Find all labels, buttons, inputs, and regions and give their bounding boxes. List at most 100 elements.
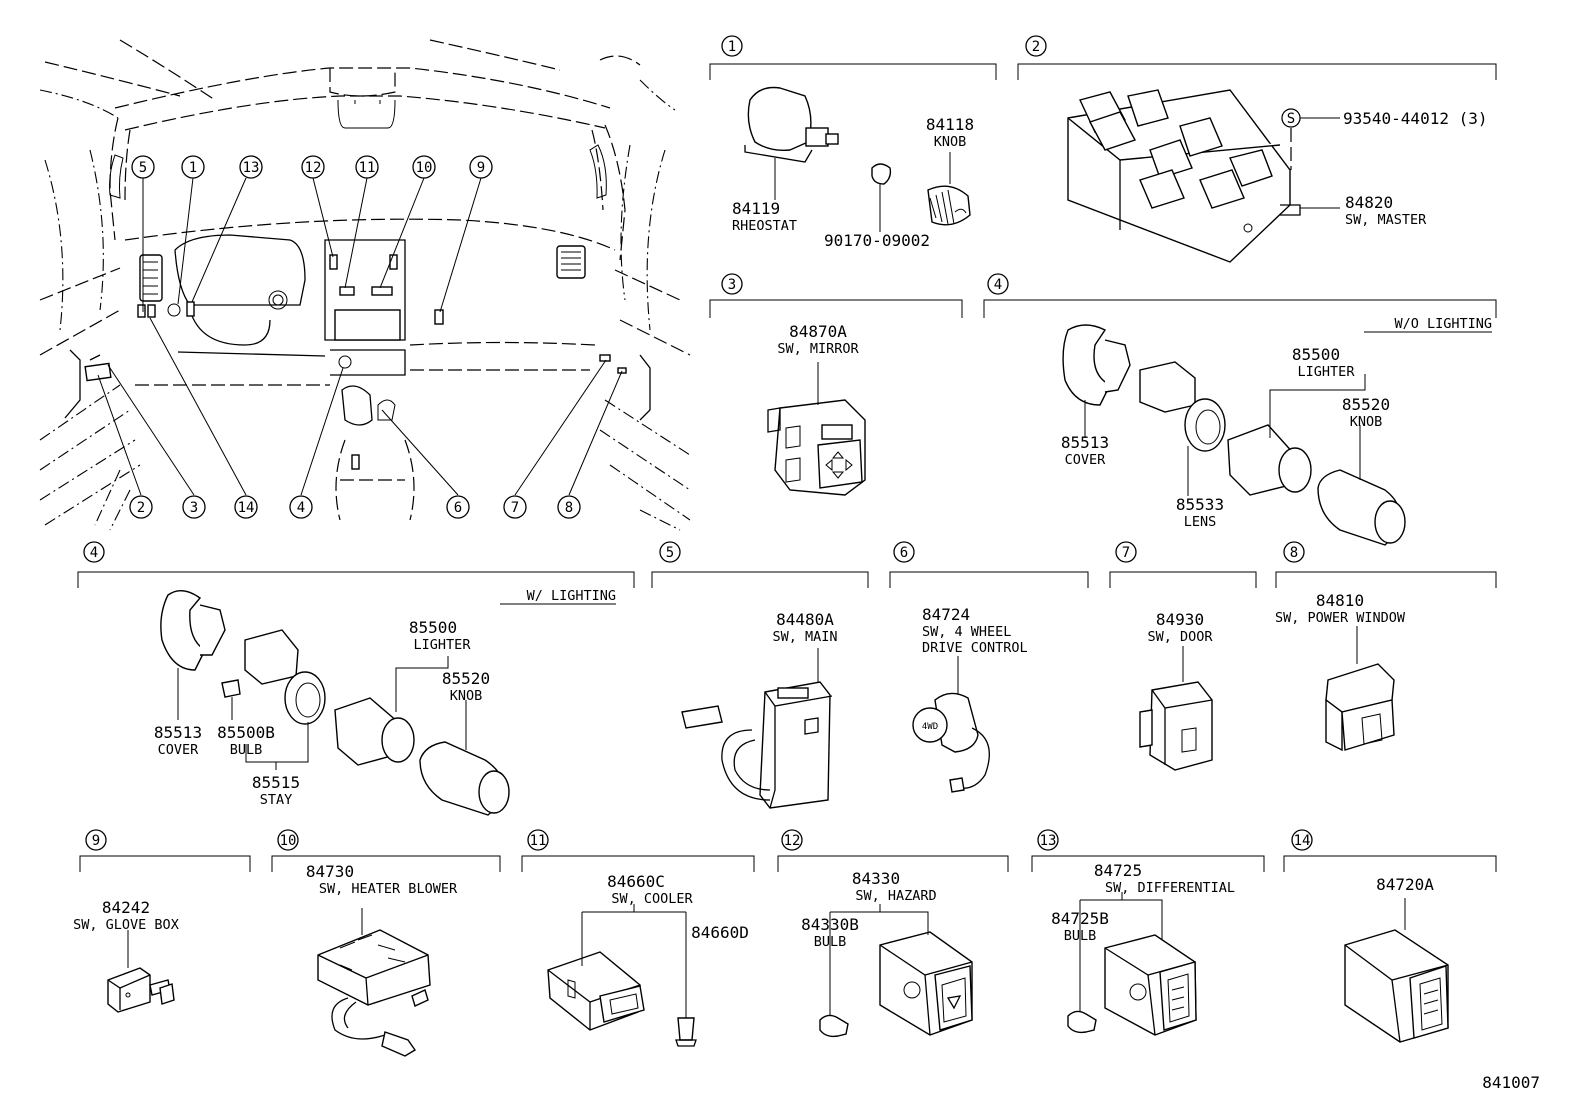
switch-drawing-icon [1067, 89, 1301, 263]
section-number-14: 14 [1294, 833, 1311, 849]
overview-callout-8-ring [557, 495, 581, 519]
section-number-9-ring [85, 829, 107, 851]
section-number-9: 9 [92, 833, 100, 849]
section-number-6: 6 [900, 545, 908, 561]
part-number-s7-0: 84930 [1156, 610, 1204, 629]
overview-callout-3: 3 [190, 500, 198, 516]
part-name-s9-0: SW, GLOVE BOX [73, 917, 179, 933]
part-name-s7-0: SW, DOOR [1147, 629, 1213, 645]
section-number-0: 1 [728, 39, 736, 55]
part-number-s14-0: 84720A [1376, 875, 1434, 894]
overview-callout-2: 2 [137, 500, 145, 516]
section-number-6-ring [893, 541, 915, 563]
part-name-s12-0: SW, HAZARD [855, 888, 936, 904]
part-name-s11-0: SW, COOLER [611, 891, 693, 907]
section-2 [1017, 63, 1497, 263]
overview-callout-11: 11 [359, 160, 376, 176]
part-number-s4-1: 85500B [217, 723, 275, 742]
part-name-s4-4: KNOB [450, 688, 483, 704]
s-marker-ring [1281, 108, 1301, 128]
overview-callout-7: 7 [511, 500, 519, 516]
overview-callout-1: 1 [189, 160, 197, 176]
part-name-s0-0: RHEOSTAT [732, 218, 797, 234]
part-name-s3-2: LIGHTER [1298, 364, 1356, 380]
section-number-3-ring [987, 273, 1009, 295]
overview-callout-11-ring [355, 155, 379, 179]
overview-callout-14: 14 [238, 500, 255, 516]
overview-callout-3-ring [182, 495, 206, 519]
part-name-s3-3: KNOB [1350, 414, 1383, 430]
section-number-2-ring [721, 273, 743, 295]
part-number-s1-1: 84820 [1345, 193, 1393, 212]
section-number-11: 11 [530, 833, 547, 849]
section-5 [651, 571, 869, 809]
overview-callout-9-ring [469, 155, 493, 179]
part-number-s4-4: 85520 [442, 669, 490, 688]
section-1 [709, 63, 997, 232]
section-7 [1109, 571, 1257, 771]
section-number-13: 13 [1040, 833, 1057, 849]
part-name-s3-1: LENS [1184, 514, 1217, 530]
part-number-s5-0: 84480A [776, 610, 834, 629]
part-name-s1-1: SW, MASTER [1345, 212, 1427, 228]
section-number-10-ring [277, 829, 299, 851]
overview-callout-5-ring [131, 155, 155, 179]
variant-wo-lighting: W/O LIGHTING [1394, 316, 1492, 332]
part-name-s8-0: SW, POWER WINDOW [1275, 610, 1406, 626]
part-number-s9-0: 84242 [102, 898, 150, 917]
s-marker: S [1287, 111, 1295, 127]
section-number-7: 7 [1122, 545, 1130, 561]
part-number-s6-0: 84724 [922, 605, 970, 624]
part-name-s13-0: SW, DIFFERENTIAL [1105, 880, 1235, 896]
overview-callout-6-ring [446, 495, 470, 519]
overview-callout-10: 10 [416, 160, 433, 176]
lighter-drawing-icon [1227, 424, 1312, 496]
section-number-14-ring [1291, 829, 1313, 851]
dashboard-overview [39, 39, 691, 531]
part-number-s4-2: 85515 [252, 773, 300, 792]
dashboard-drawing-icon [39, 39, 691, 531]
section-11 [521, 855, 755, 1047]
part-name-s0-1: KNOB [934, 134, 967, 150]
overview-callout-9: 9 [477, 160, 485, 176]
part-name2-s6-0: DRIVE CONTROL [922, 640, 1028, 656]
overview-callout-13-ring [239, 155, 263, 179]
part-name-s12-1: BULB [814, 934, 847, 950]
section-number-1-ring [1025, 35, 1047, 57]
overview-callout-14-ring [234, 495, 258, 519]
section-number-4: 4 [90, 545, 98, 561]
section-number-8: 8 [1290, 545, 1298, 561]
overview-callout-12: 12 [305, 160, 322, 176]
section-12 [777, 855, 1009, 1038]
figure-code: 841007 [1482, 1073, 1540, 1092]
section-number-12: 12 [784, 833, 801, 849]
section-14 [1283, 855, 1497, 1043]
section-number-13-ring [1037, 829, 1059, 851]
part-name-s2-0: SW, MIRROR [777, 341, 859, 357]
overview-callout-7-ring [503, 495, 527, 519]
part-number-s10-0: 84730 [306, 862, 354, 881]
overview-callout-13: 13 [243, 160, 260, 176]
part-name-s13-1: BULB [1064, 928, 1097, 944]
part-number-s11-0: 84660C [607, 872, 665, 891]
part-number-s1-0: 93540-44012 (3) [1343, 109, 1488, 128]
knob-drawing-icon [927, 185, 971, 226]
overview-callout-1-ring [181, 155, 205, 179]
part-number-s3-2: 85500 [1292, 345, 1340, 364]
part-number-s4-0: 85513 [154, 723, 202, 742]
section-number-8-ring [1283, 541, 1305, 563]
part-number-s12-1: 84330B [801, 915, 859, 934]
part-number-s11-1: 84660D [691, 923, 749, 942]
part-number-s8-0: 84810 [1316, 591, 1364, 610]
part-name-s4-0: COVER [158, 742, 200, 758]
part-name-s4-2: STAY [260, 792, 293, 808]
part-name-s6-0: SW, 4 WHEEL [922, 624, 1011, 640]
section-4-wo-lighting [983, 299, 1497, 546]
section-number-7-ring [1115, 541, 1137, 563]
section-10 [271, 855, 501, 1057]
section-number-12-ring [781, 829, 803, 851]
section-number-5: 5 [666, 545, 674, 561]
part-name-s4-3: LIGHTER [414, 637, 472, 653]
overview-callout-10-ring [412, 155, 436, 179]
